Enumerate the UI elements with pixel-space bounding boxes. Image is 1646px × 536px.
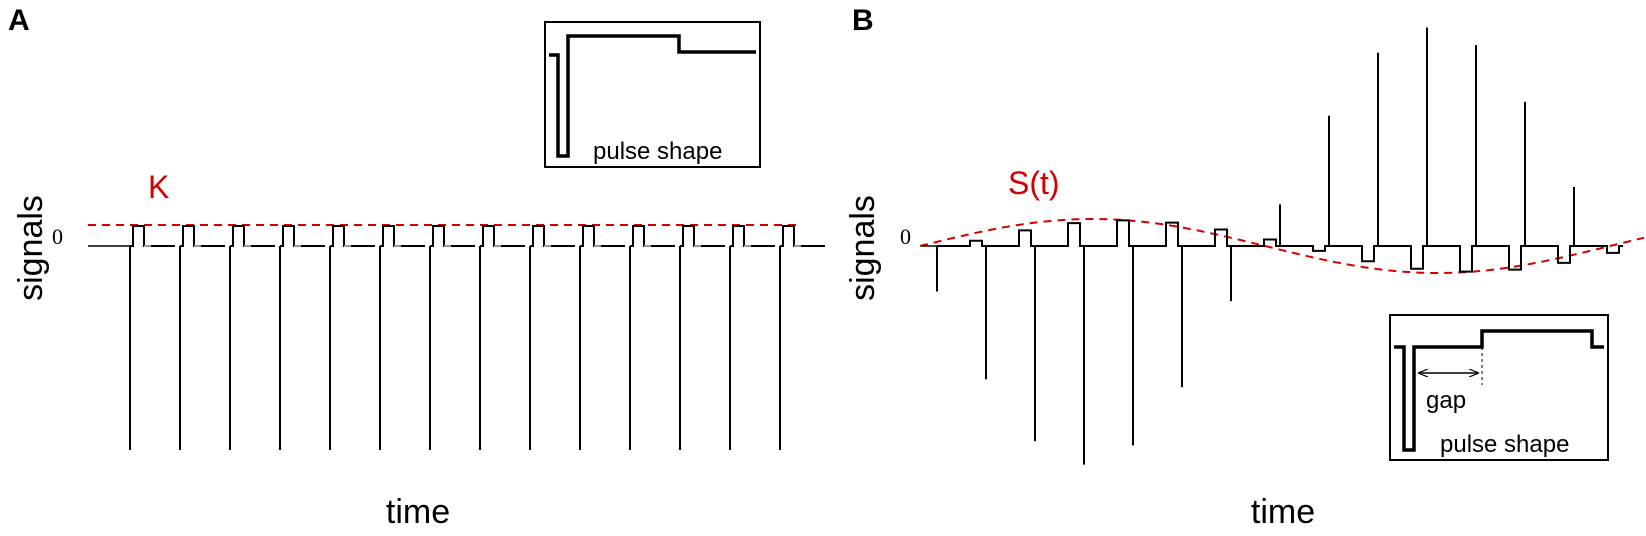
panel-a-pulse (629, 225, 675, 450)
panel-b-zero-tick: 0 (900, 224, 911, 249)
panel-b-pulse-box (1035, 222, 1084, 247)
panel-a-pulse (279, 225, 325, 450)
panel-b-pulse-box (937, 239, 986, 247)
panel-a: A signals time 0 K pulse shape (8, 4, 825, 531)
panel-b-inset-pulse-shape (1394, 329, 1604, 452)
panel-a-threshold-label: K (148, 169, 169, 205)
panel-a-inset: pulse shape (544, 21, 761, 168)
panel-b-pulse-box (1329, 245, 1378, 263)
panel-b-inset: gap pulse shape (1389, 314, 1609, 461)
panel-b-pulse-box (1525, 245, 1574, 264)
panel-a-pulse-train (88, 225, 825, 450)
panel-b-gap-label: gap (1426, 387, 1466, 414)
panel-a-pulse (779, 225, 825, 450)
panel-a-pulse (529, 225, 575, 450)
panel-b-pulse-box (986, 229, 1035, 247)
panel-a-xlabel: time (386, 493, 450, 531)
panel-a-ylabel: signals (12, 195, 50, 301)
panel-a-pulse (179, 225, 225, 450)
panel-a-pulse (379, 225, 425, 450)
panel-a-pulse (429, 225, 475, 450)
panel-a-inset-frame (544, 21, 761, 168)
panel-b-envelope-curve (919, 218, 1645, 274)
panel-a-pulse (479, 225, 525, 450)
panel-b-pulse-box (1231, 238, 1280, 247)
panel-a-pulse (329, 225, 375, 450)
panel-b-pulse-train (922, 27, 1623, 465)
panel-b-ylabel: signals (844, 195, 882, 301)
panel-b-pulse-box (1574, 245, 1623, 254)
panel-b-xlabel: time (1251, 493, 1315, 531)
panel-a-inset-pulse-shape (549, 34, 756, 158)
panel-b-pulse-box (1378, 245, 1427, 270)
panel-a-pulse (129, 225, 175, 450)
panel-b-pulse-box (1427, 245, 1476, 273)
panel-b-pulse-box (1280, 245, 1329, 252)
panel-b-envelope-label: S(t) (1008, 165, 1060, 201)
panel-a-pulse (679, 225, 725, 450)
panel-a-zero-tick: 0 (52, 224, 63, 249)
panel-a-inset-label: pulse shape (593, 138, 722, 165)
panel-a-pulse (579, 225, 625, 450)
panel-b-pulse-box (1476, 245, 1525, 271)
panel-b-inset-frame (1389, 314, 1609, 461)
panel-b-inset-label: pulse shape (1440, 431, 1569, 458)
panel-b-pulse-box (1182, 228, 1231, 247)
panel-b-pulse-box (1084, 219, 1133, 247)
panel-a-pulse (229, 225, 275, 450)
panel-b: B signals time 0 S(t) gap pulse shape (844, 4, 1645, 531)
panel-a-pulse (729, 225, 775, 450)
panel-b-pulse-box (1133, 221, 1182, 247)
panel-b-letter: B (852, 4, 874, 37)
panel-a-letter: A (8, 4, 30, 37)
